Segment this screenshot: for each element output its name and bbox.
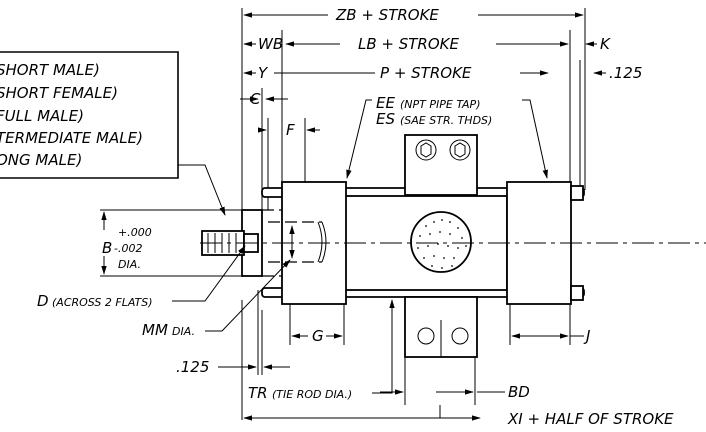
dimension-b: +.000 B -.002 DIA. [101, 211, 152, 275]
callout-mm: MM DIA. [142, 259, 291, 339]
tie-rod-nut [570, 185, 584, 201]
trunnion-mount-top [404, 134, 478, 196]
dimension-j: J [511, 327, 590, 345]
ee-label: EE [376, 94, 395, 112]
trunnion-pin [410, 211, 472, 273]
rod-end-option: ONG MALE) [0, 151, 82, 169]
callout-tr: TR (TIE ROD DIA.) [248, 299, 395, 402]
dimension-rod-125: .125 [176, 358, 290, 376]
d-label: D [37, 292, 49, 310]
ee-note: (NPT PIPE TAP) [400, 98, 481, 111]
bd-label: BD [508, 383, 530, 401]
tie-rod-nut [570, 285, 584, 301]
k125-label: .125 [609, 64, 642, 82]
mm-dia: DIA. [172, 325, 195, 338]
dimension-bd: BD [380, 383, 530, 401]
d-note: (ACROSS 2 FLATS) [52, 296, 153, 309]
g-label: G [312, 327, 324, 345]
lb-label: LB + STROKE [358, 35, 460, 53]
rod-end-option: SHORT MALE) [0, 61, 100, 79]
b-tolerance-minus: -.002 [114, 242, 142, 255]
p-label: P + STROKE [380, 64, 472, 82]
dimension-xi: XI + HALF OF STROKE [243, 405, 674, 428]
cylinder-body [200, 134, 706, 358]
mm-label: MM [142, 321, 168, 339]
tr-note: (TIE ROD DIA.) [272, 388, 352, 401]
es-note: (SAE STR. THDS) [400, 114, 492, 127]
dimension-c: C [240, 90, 288, 108]
dimension-wb-lb-k: WB LB + STROKE K [243, 35, 611, 53]
dimension-zb: ZB + STROKE [243, 6, 584, 24]
rod-125-label: .125 [176, 358, 209, 376]
wb-label: WB [258, 35, 283, 53]
y-label: Y [258, 64, 269, 82]
rod-end-option: TERMEDIATE MALE) [0, 129, 143, 147]
extension-lines [100, 8, 586, 420]
port-callouts: EE (NPT PIPE TAP) ES (SAE STR. THDS) [346, 94, 548, 179]
dimension-g: G [291, 327, 343, 345]
b-tolerance-plus: +.000 [118, 226, 152, 239]
callout-d: D (ACROSS 2 FLATS) [37, 245, 246, 310]
rod-end-options-box: SHORT MALE) SHORT FEMALE) FULL MALE) TER… [0, 51, 226, 216]
zb-label: ZB + STROKE [335, 6, 439, 24]
rod-end-option: SHORT FEMALE) [0, 84, 118, 102]
b-label: B [102, 239, 112, 257]
es-label: ES [376, 110, 395, 128]
b-dia: DIA. [118, 258, 141, 271]
dimension-f: F [257, 121, 320, 139]
f-label: F [286, 121, 295, 139]
k-label: K [600, 35, 611, 53]
c-label: C [250, 90, 261, 108]
tr-label: TR [248, 384, 268, 402]
rod-end-option: FULL MALE) [0, 107, 84, 125]
dimension-y-p: Y P + STROKE .125 [243, 64, 642, 82]
xi-label: XI + HALF OF STROKE [507, 410, 674, 428]
j-label: J [583, 327, 590, 345]
